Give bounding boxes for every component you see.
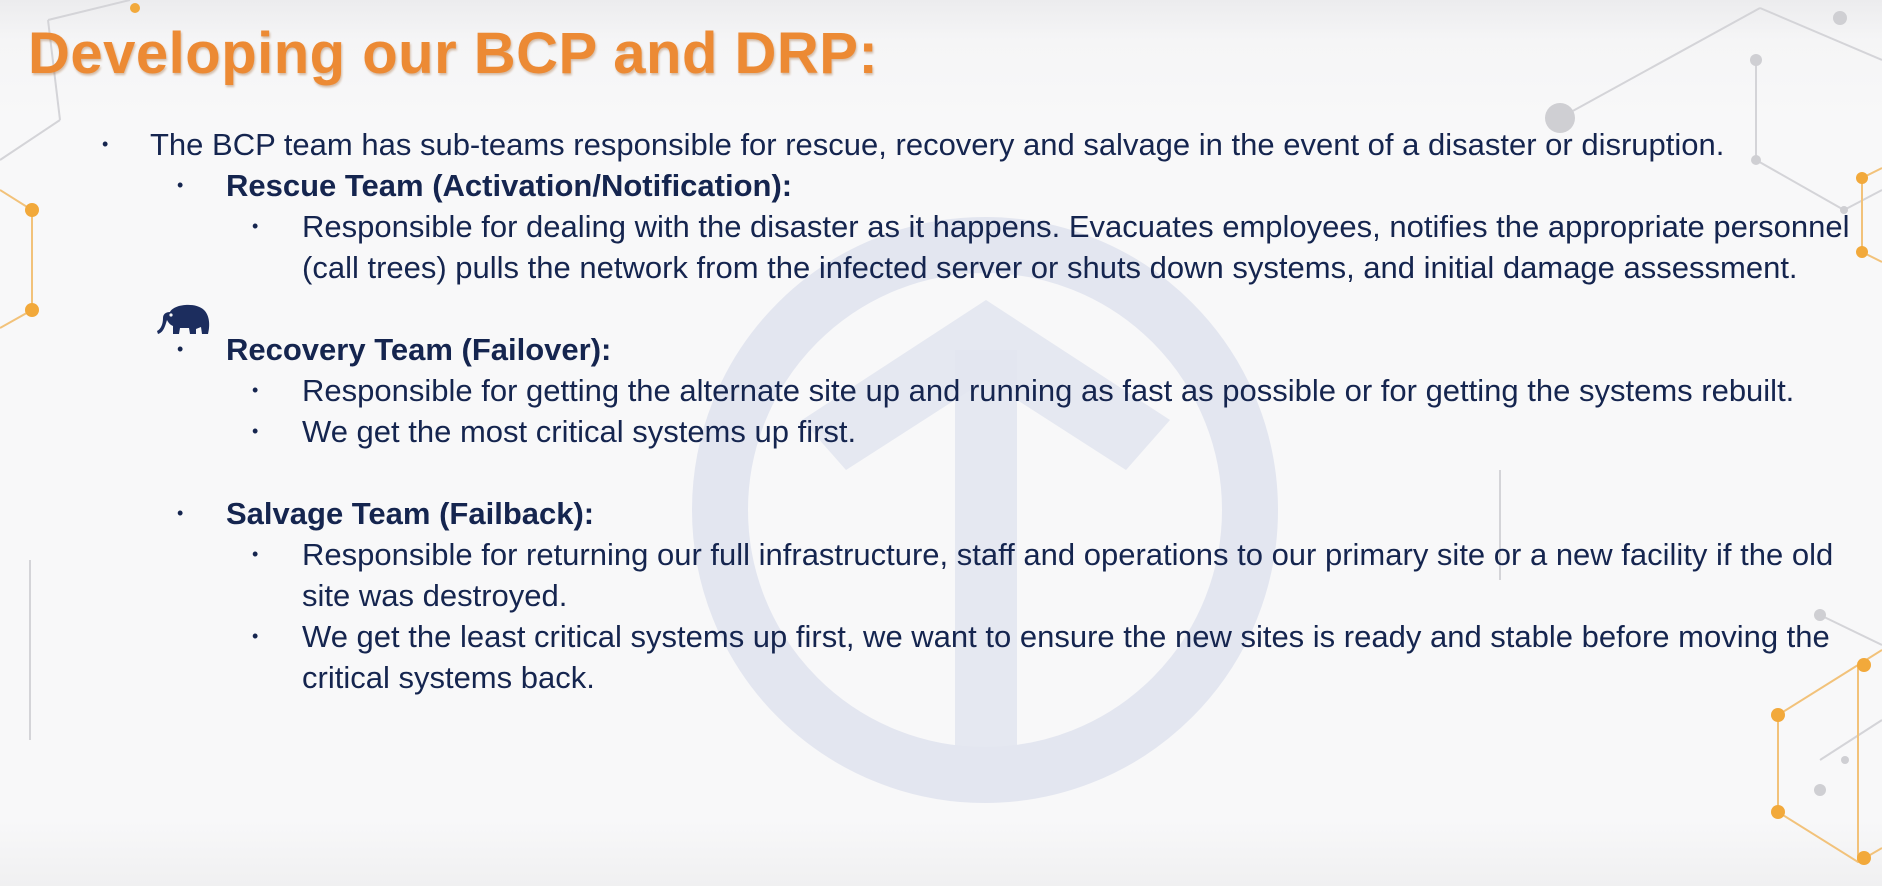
- bullet-glyph: •: [177, 175, 184, 195]
- recovery-team-heading: • Recovery Team (Failover):: [177, 329, 1726, 370]
- bullet-glyph: •: [177, 339, 184, 359]
- recovery-team-point-text: We get the most critical systems up firs…: [302, 414, 857, 449]
- bullet-glyph: •: [102, 134, 109, 154]
- spacer: [0, 288, 1882, 329]
- salvage-team-point-text: We get the least critical systems up fir…: [302, 619, 1830, 695]
- recovery-team-point: • We get the most critical systems up fi…: [252, 411, 1862, 452]
- elephant-icon: [157, 304, 210, 334]
- salvage-team-heading: • Salvage Team (Failback):: [177, 493, 1726, 534]
- rescue-team-heading: • Rescue Team (Activation/Notification):: [177, 165, 1726, 206]
- slide-content: • The BCP team has sub-teams responsible…: [0, 124, 1882, 698]
- intro-bullet-text: The BCP team has sub-teams responsible f…: [150, 127, 1725, 162]
- rescue-team-point-text: Responsible for dealing with the disaste…: [302, 209, 1850, 285]
- salvage-team-point-text: Responsible for returning our full infra…: [302, 537, 1834, 613]
- bullet-glyph: •: [252, 544, 259, 564]
- intro-bullet: • The BCP team has sub-teams responsible…: [102, 124, 1750, 165]
- arrow-circle-watermark: [692, 217, 1278, 803]
- salvage-team-point: • We get the least critical systems up f…: [252, 616, 1862, 698]
- bullet-glyph: •: [252, 216, 259, 236]
- slide-title: Developing our BCP and DRP:: [28, 21, 879, 86]
- salvage-team-point: • Responsible for returning our full inf…: [252, 534, 1862, 616]
- bullet-glyph: •: [252, 626, 259, 646]
- recovery-team-heading-text: Recovery Team (Failover):: [226, 332, 612, 367]
- bullet-glyph: •: [177, 503, 184, 523]
- recovery-team-point: • Responsible for getting the alternate …: [252, 370, 1862, 411]
- spacer: [0, 452, 1882, 493]
- bullet-glyph: •: [252, 380, 259, 400]
- rescue-team-point: • Responsible for dealing with the disas…: [252, 206, 1862, 288]
- rescue-team-heading-text: Rescue Team (Activation/Notification):: [226, 168, 793, 203]
- recovery-team-point-text: Responsible for getting the alternate si…: [302, 373, 1795, 408]
- bullet-glyph: •: [252, 421, 259, 441]
- salvage-team-heading-text: Salvage Team (Failback):: [226, 496, 595, 531]
